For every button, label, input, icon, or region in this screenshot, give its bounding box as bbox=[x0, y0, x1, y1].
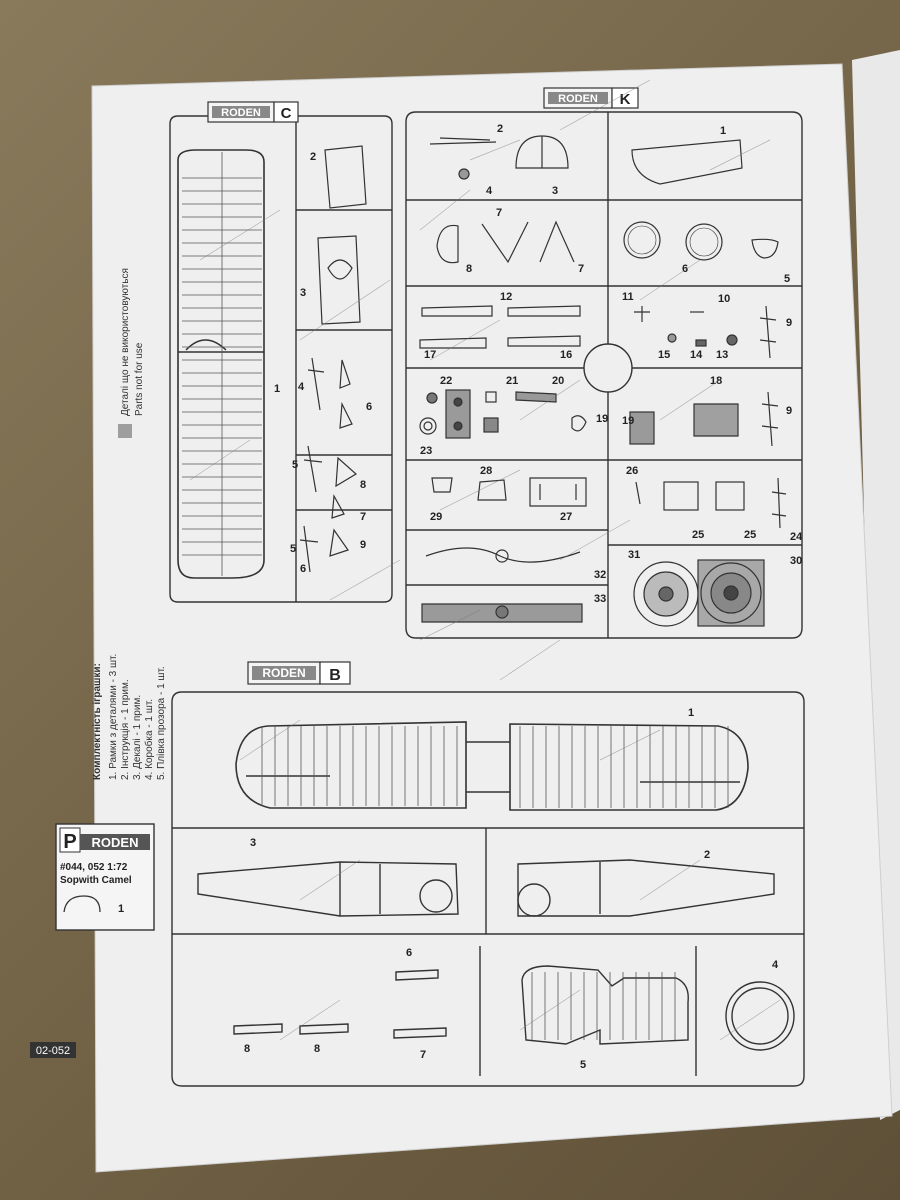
part-number-label: 16 bbox=[560, 349, 572, 361]
part-number-label: 1 bbox=[688, 707, 694, 719]
legend-ukrainian: Деталі що не використовуються bbox=[120, 268, 131, 416]
part-number-label: 25 bbox=[692, 529, 704, 541]
part-number-label: 4 bbox=[772, 959, 779, 971]
part-number-label: 3 bbox=[250, 837, 256, 849]
part-number-label: 19 bbox=[622, 415, 634, 427]
product-brand: RODEN bbox=[92, 835, 139, 850]
product-card: P RODEN #044, 052 1:72 Sopwith Camel 1 bbox=[55, 823, 155, 931]
part-number-label: 6 bbox=[682, 263, 688, 275]
legend: Деталі що не використовуються Parts not … bbox=[118, 268, 145, 438]
part-number-label: 14 bbox=[690, 349, 703, 361]
part-number-label: 26 bbox=[626, 465, 638, 477]
part-number-label: 2 bbox=[497, 123, 503, 135]
part-number-label: 1 bbox=[274, 383, 280, 395]
part-number-label: 23 bbox=[420, 445, 432, 457]
part-number-label: 5 bbox=[784, 273, 790, 285]
sprue-k-label: RODEN K bbox=[543, 87, 639, 109]
pencil-marks bbox=[189, 79, 781, 1041]
contents-item-5: 5. Плівка прозора - 1 шт. bbox=[156, 666, 167, 780]
kit-contents: Комплектність іграшки: 1. Рамки з деталя… bbox=[92, 654, 167, 780]
part-number-label: 28 bbox=[480, 465, 492, 477]
part-number-label: 6 bbox=[366, 401, 372, 413]
part-number-label: 17 bbox=[424, 349, 436, 361]
sprue-b-label: RODEN B bbox=[247, 661, 351, 685]
part-number-label: 10 bbox=[718, 293, 730, 305]
part-number-label: 7 bbox=[420, 1049, 426, 1061]
product-brand-letter: P bbox=[63, 831, 76, 853]
part-number-label: 3 bbox=[552, 185, 558, 197]
sprue-b-wing-ribs bbox=[261, 726, 729, 1040]
part-number-label: 3 bbox=[300, 287, 306, 299]
part-number-label: 4 bbox=[486, 185, 493, 197]
part-number-label: 19 bbox=[596, 413, 608, 425]
part-number-label: 22 bbox=[440, 375, 452, 387]
part-number-label: 25 bbox=[744, 529, 756, 541]
brand-logo-text: RODEN bbox=[558, 93, 598, 105]
part-number-label: 6 bbox=[406, 947, 412, 959]
part-number-label: 1 bbox=[720, 125, 726, 137]
part-number-label: 30 bbox=[790, 555, 802, 567]
part-number-label: 21 bbox=[506, 375, 518, 387]
sprue-letter: C bbox=[281, 105, 292, 122]
part-number-label: 4 bbox=[298, 381, 305, 393]
part-number-label: 9 bbox=[786, 317, 792, 329]
sprue-letter: B bbox=[329, 667, 341, 684]
legend-swatch bbox=[118, 424, 132, 438]
contents-item-4: 4. Коробка - 1 шт. bbox=[143, 699, 155, 780]
part-number-label: 9 bbox=[786, 405, 792, 417]
part-number-label: 5 bbox=[292, 459, 298, 471]
part-number-label: 8 bbox=[360, 479, 366, 491]
part-number-label: 18 bbox=[710, 375, 722, 387]
part-number-label: 8 bbox=[244, 1043, 250, 1055]
part-number-label: 7 bbox=[360, 511, 366, 523]
part-number-label: 32 bbox=[594, 569, 606, 581]
part-number-label: 8 bbox=[314, 1043, 320, 1055]
right-page-edge bbox=[852, 50, 900, 1120]
part-number-label: 7 bbox=[496, 207, 502, 219]
sheet-code-text: 02-052 bbox=[36, 1045, 70, 1057]
sheet-code: 02-052 bbox=[30, 1042, 76, 1058]
part-number-label: 27 bbox=[560, 511, 572, 523]
part-number-label: 8 bbox=[466, 263, 472, 275]
part-number-label: 2 bbox=[704, 849, 710, 861]
part-number-label: 9 bbox=[360, 539, 366, 551]
part-number-label: 15 bbox=[658, 349, 670, 361]
sprue-letter: K bbox=[620, 91, 631, 108]
contents-item-1: 1. Рамки з деталями - 3 шт. bbox=[108, 654, 119, 780]
part-number-label: 20 bbox=[552, 375, 564, 387]
brand-logo-text: RODEN bbox=[262, 666, 305, 680]
legend-english: Parts not for use bbox=[134, 342, 145, 416]
contents-title: Комплектність іграшки: bbox=[92, 663, 103, 780]
part-number-label: 2 bbox=[310, 151, 316, 163]
product-part-number: 1 bbox=[118, 903, 124, 915]
part-number-label: 29 bbox=[430, 511, 442, 523]
part-number-label: 5 bbox=[580, 1059, 586, 1071]
sprue-c-label: RODEN C bbox=[207, 101, 299, 123]
sprue-c-wing-ribs bbox=[182, 152, 262, 576]
brand-logo-text: RODEN bbox=[221, 107, 261, 119]
part-number-label: 24 bbox=[790, 531, 803, 543]
part-number-label: 5 bbox=[290, 543, 296, 555]
part-number-label: 31 bbox=[628, 549, 640, 561]
part-number-label: 11 bbox=[622, 291, 634, 303]
part-number-label: 6 bbox=[300, 563, 306, 575]
product-name: Sopwith Camel bbox=[60, 875, 132, 886]
sprue-k-parts bbox=[419, 135, 787, 627]
part-number-label: 13 bbox=[716, 349, 728, 361]
product-code: #044, 052 1:72 bbox=[60, 862, 128, 873]
sprue-b bbox=[171, 691, 805, 1087]
part-number-label: 12 bbox=[500, 291, 512, 303]
contents-item-3: 3. Декалі - 1 прим. bbox=[132, 695, 143, 780]
part-number-label: 7 bbox=[578, 263, 584, 275]
sprue-k bbox=[405, 111, 803, 639]
sprue-c-parts bbox=[299, 145, 367, 573]
contents-item-2: 2. Інструкція - 1 прим. bbox=[120, 679, 131, 780]
part-number-label: 33 bbox=[594, 593, 606, 605]
